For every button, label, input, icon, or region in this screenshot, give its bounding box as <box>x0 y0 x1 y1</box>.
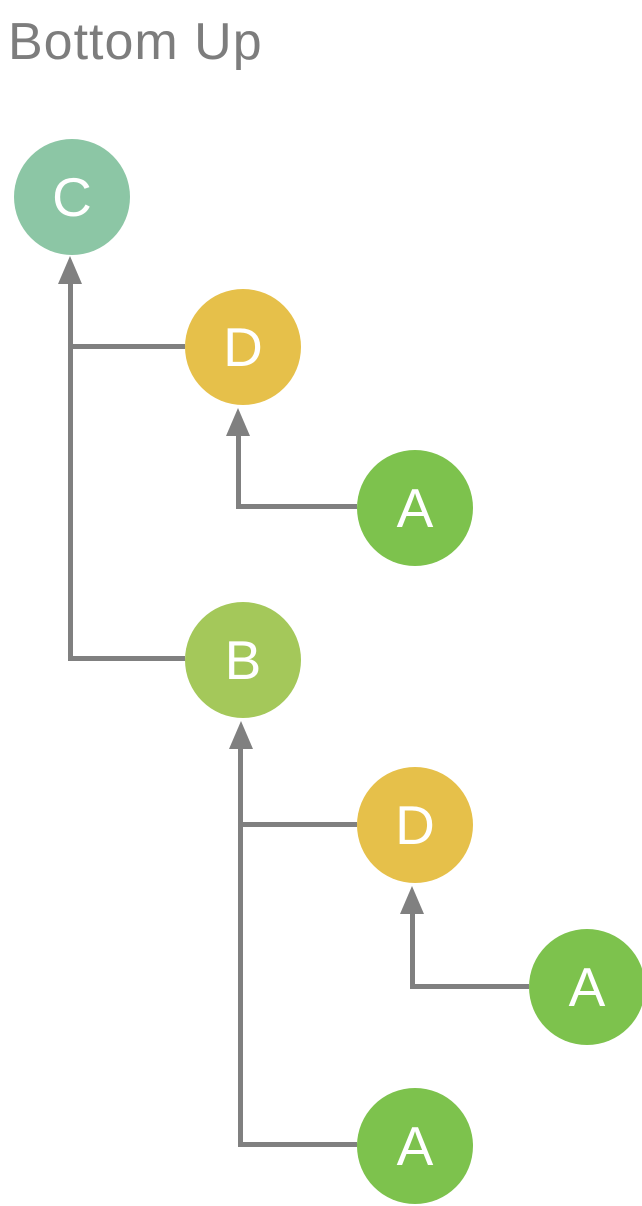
edge-segment-a2-elbow <box>410 984 529 989</box>
edge-segment-a1-shaft <box>236 436 241 509</box>
node-label: C <box>52 165 92 228</box>
edge-segment-d1-branch <box>68 344 185 349</box>
node-label: A <box>568 955 606 1018</box>
node-d-upper: D <box>185 289 301 405</box>
node-d-lower: D <box>357 767 473 883</box>
node-label: B <box>224 628 262 691</box>
node-label: D <box>223 315 263 378</box>
edge-segment-trunk-to-b <box>238 749 243 1147</box>
edge-segment-trunk-to-c <box>68 284 73 661</box>
edge-segment-b-branch <box>68 656 185 661</box>
arrow-up-icon <box>400 886 424 914</box>
edge-segment-d2-branch <box>238 822 357 827</box>
arrow-up-icon <box>58 256 82 284</box>
node-a-upper: A <box>357 450 473 566</box>
arrow-up-icon <box>226 408 250 436</box>
edge-segment-a3-branch <box>238 1142 357 1147</box>
node-b: B <box>185 602 301 718</box>
node-label: D <box>395 793 435 856</box>
node-a-bottom: A <box>357 1088 473 1204</box>
node-label: A <box>396 476 434 539</box>
node-c: C <box>14 139 130 255</box>
arrow-up-icon <box>229 721 253 749</box>
node-label: A <box>396 1114 434 1177</box>
edge-segment-a1-elbow <box>236 504 357 509</box>
edge-segment-a2-shaft <box>410 914 415 989</box>
diagram-title: Bottom Up <box>8 13 263 71</box>
node-a-right: A <box>529 929 642 1045</box>
